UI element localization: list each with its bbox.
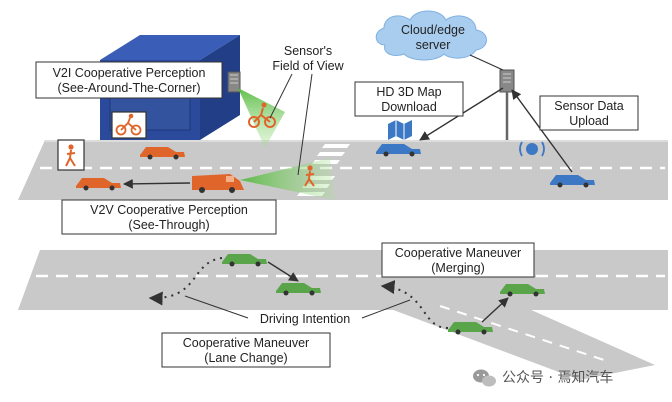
pedestrian-sign-icon (57, 139, 85, 171)
data-upload-arrow (511, 89, 573, 173)
hd-map-label-2: Download (381, 100, 437, 114)
roadside-unit-icon (499, 69, 515, 140)
green-car-lane-change-2 (276, 283, 321, 296)
v2i-box (35, 61, 223, 99)
fov-pointer-1 (269, 73, 293, 119)
v2i-label-2: (See-Around-The-Corner) (57, 81, 200, 95)
intention-pointer-left (184, 295, 249, 319)
merging-intention-path (380, 280, 449, 329)
infrastructure-fov (238, 88, 285, 148)
lane-change-label-1: Cooperative Maneuver (183, 336, 309, 350)
v2v-arrow (123, 178, 191, 189)
cloud-icon (375, 10, 487, 61)
lane-change-car-arrow (267, 261, 299, 282)
v2v-label-1: V2V Cooperative Perception (90, 203, 248, 217)
intention-pointer-right (361, 299, 411, 319)
cloud-to-rsu-line (469, 54, 504, 71)
watermark-text: 公众号 · 焉知汽车 (502, 369, 613, 386)
merging-label-1: Cooperative Maneuver (395, 246, 521, 260)
upload-box (539, 95, 639, 131)
green-car-merging-ramp (448, 322, 493, 335)
fov-pointer-2 (297, 73, 313, 176)
blue-car-right (550, 175, 595, 188)
upload-label-1: Sensor Data (554, 99, 624, 113)
orange-car-near-building (140, 147, 185, 160)
wechat-icon (473, 369, 496, 387)
merging-box (381, 242, 535, 278)
hd-map-box (354, 81, 464, 117)
v2v-label-2: (See-Through) (128, 218, 209, 232)
merging-label-2: (Merging) (431, 261, 485, 275)
intention-label: Driving Intention (260, 312, 350, 326)
cyclist-sign-icon (111, 111, 147, 139)
cloud-label-1: Cloud/edge (401, 23, 465, 37)
fov-label-1: Sensor's (284, 44, 332, 58)
green-car-merging-main (500, 284, 545, 297)
sensor-data-icon (519, 141, 545, 157)
hd-map-label-1: HD 3D Map (376, 85, 441, 99)
v2v-box (61, 199, 277, 235)
watermark: 公众号 · 焉知汽车 (473, 369, 613, 387)
upload-label-2: Upload (569, 114, 609, 128)
v2i-label-1: V2I Cooperative Perception (53, 66, 206, 80)
lane-change-box (161, 332, 331, 368)
lane-change-label-2: (Lane Change) (204, 351, 287, 365)
merging-car-arrow (481, 297, 509, 323)
map-icon (388, 120, 412, 140)
blue-car-center (376, 144, 421, 157)
orange-van (192, 174, 244, 193)
green-car-lane-change-1 (222, 254, 267, 267)
fov-label-2: Field of View (272, 59, 344, 73)
cloud-label-2: server (416, 38, 451, 52)
roadside-sensor-icon (227, 71, 241, 93)
cyclist-behind-corner-icon (248, 102, 276, 128)
orange-car-left (76, 178, 121, 191)
pedestrian-on-crosswalk-icon (304, 165, 315, 187)
